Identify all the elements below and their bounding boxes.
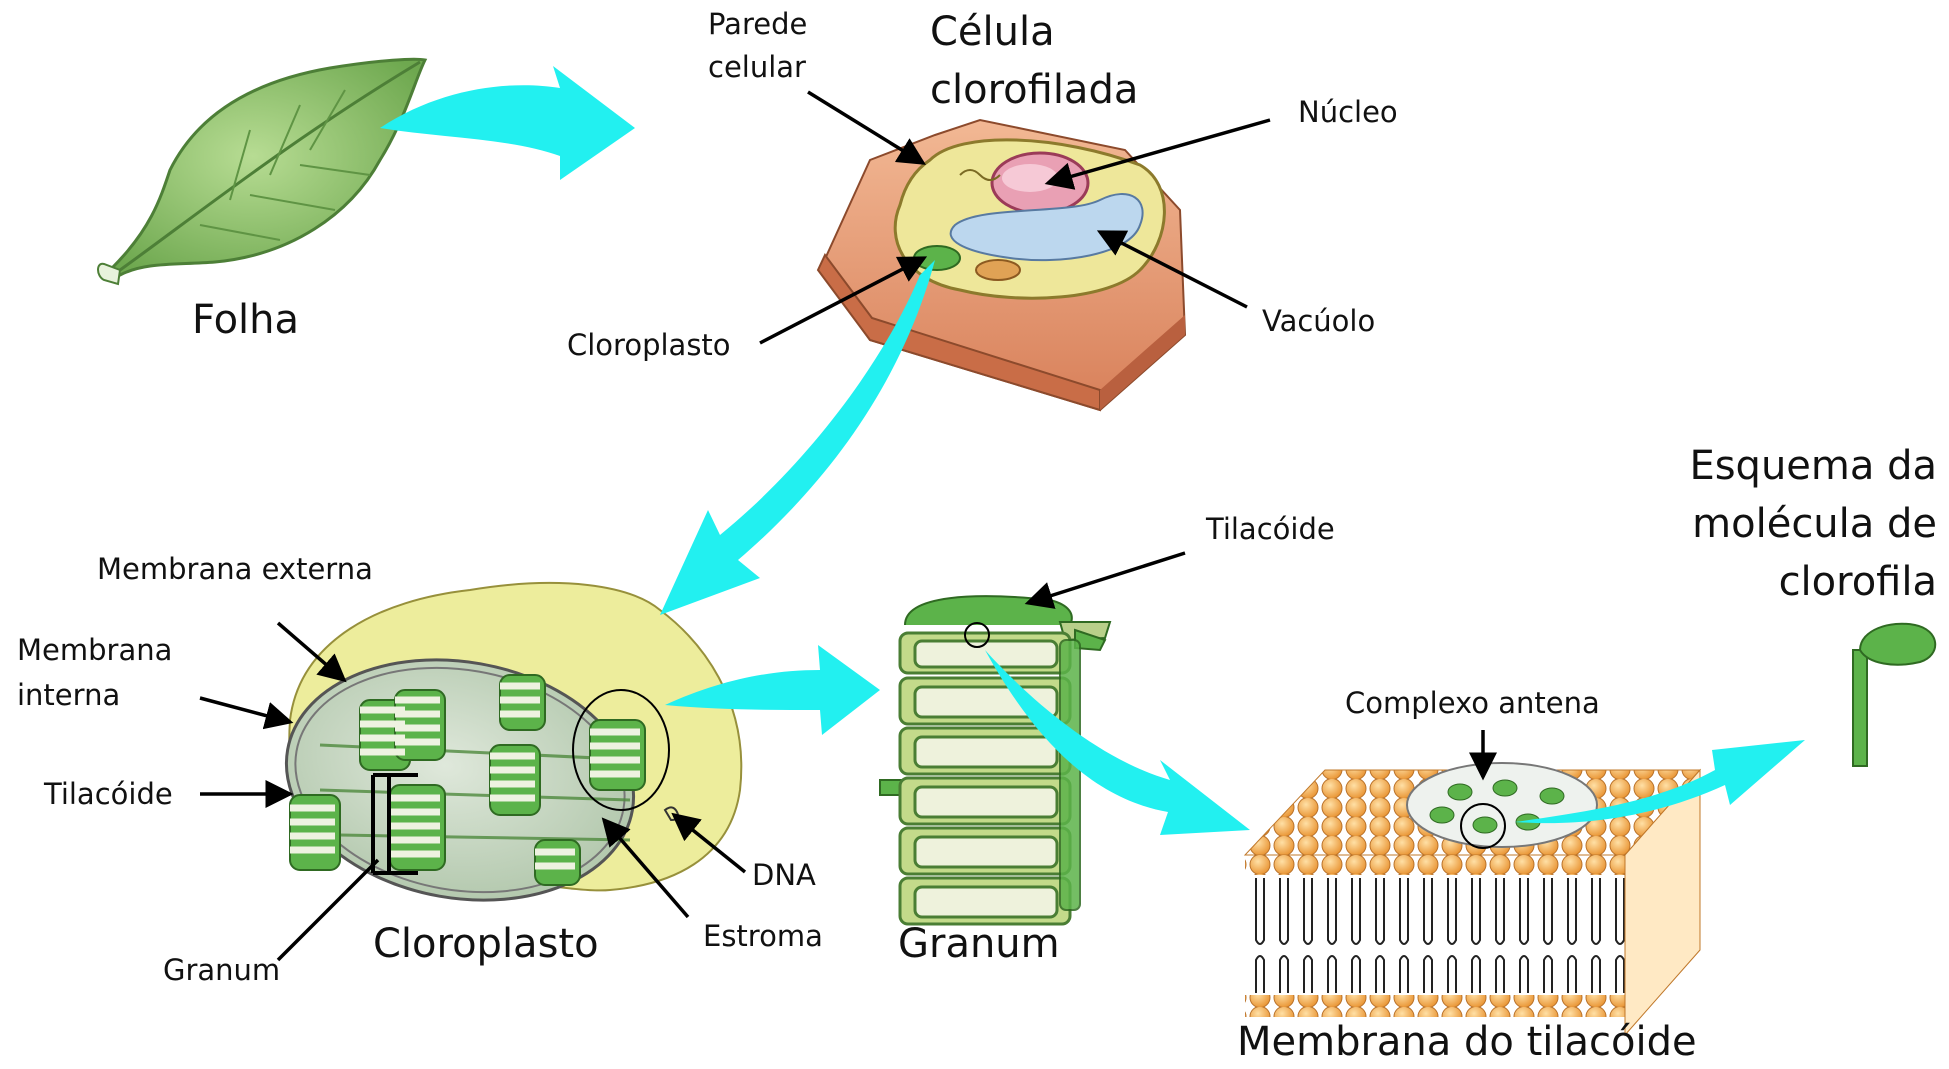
label-esquema-line1: Esquema da [1689, 442, 1937, 491]
label-celula-line1: Célula [930, 8, 1055, 57]
leader-parede-celular [808, 92, 923, 163]
label-granum-big: Granum [898, 920, 1060, 969]
label-parede-celular-line1: Parede [708, 7, 807, 42]
label-esquema-line3: clorofila [1779, 558, 1937, 607]
label-membrana-interna-line1: Membrana [17, 633, 172, 668]
chloroplast-illustration [267, 583, 741, 927]
label-celula-line2: clorofilada [930, 66, 1138, 115]
label-membrana-tilacoide: Membrana do tilacóide [1237, 1018, 1697, 1067]
leader-tilacoide-top [1028, 553, 1185, 603]
label-membrana-externa: Membrana externa [97, 552, 373, 587]
label-granum-small: Granum [163, 953, 280, 988]
label-cloroplasto-big: Cloroplasto [373, 920, 599, 969]
chlorophyll-molecule-illustration [1853, 624, 1935, 766]
leaf-illustration [98, 59, 425, 284]
label-nucleo: Núcleo [1298, 95, 1398, 130]
label-folha: Folha [192, 296, 299, 345]
leader-membrana-interna [200, 698, 290, 722]
label-tilacoide-top: Tilacóide [1206, 512, 1335, 547]
label-cloroplasto-cell: Cloroplasto [567, 328, 731, 363]
label-parede-celular-line2: celular [708, 50, 806, 85]
label-dna: DNA [752, 858, 816, 893]
label-vacuolo: Vacúolo [1262, 304, 1375, 339]
arrow-leaf-to-cell [380, 66, 635, 180]
label-complexo-antena: Complexo antena [1345, 686, 1600, 721]
leader-granum-small [278, 860, 378, 960]
label-membrana-interna-line2: interna [17, 678, 120, 713]
label-estroma: Estroma [703, 919, 823, 954]
label-esquema-line2: molécula de [1692, 500, 1937, 549]
label-tilacoide-left: Tilacóide [44, 777, 173, 812]
